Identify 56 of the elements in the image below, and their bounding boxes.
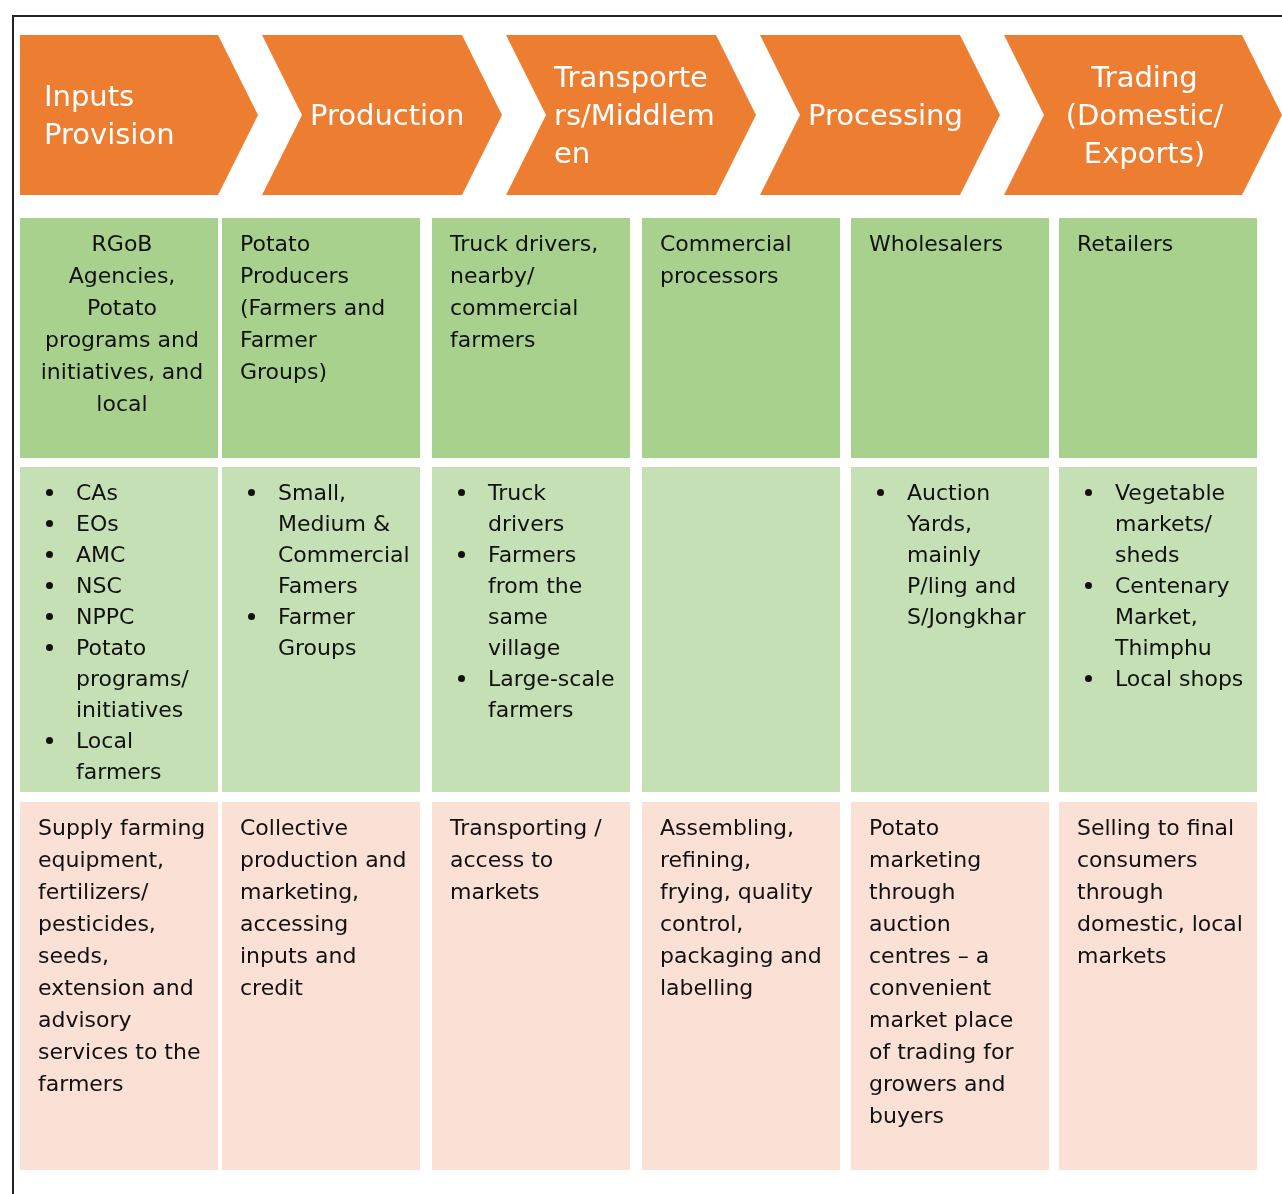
examples-cell (1059, 467, 1257, 792)
function-text: Potato marketing through auction centres – a convenient market place of trading for growers and buyers (869, 814, 1015, 1130)
function-text: Transporting / access to markets (450, 814, 603, 906)
function-cell (432, 802, 630, 1170)
stage-banner (760, 35, 1000, 195)
stage-banner (262, 35, 502, 195)
list-item: Large-scale farmers (488, 666, 615, 722)
function-cell (1059, 802, 1257, 1170)
examples-cell (222, 467, 420, 792)
list-item: NSC (76, 573, 122, 598)
actor-text: Truck drivers, nearby/ commercial farmers (450, 230, 600, 354)
list-item: Centenary Market, Thimphu (1115, 573, 1230, 660)
list-item: Potato programs/ initiatives (76, 635, 189, 722)
stage-banner (20, 35, 258, 195)
function-text: Assembling, refining, frying, quality control, packaging and labelling (660, 814, 823, 1002)
actor-cell (222, 218, 420, 458)
actor-cell (20, 218, 218, 458)
list-item: Truck drivers (488, 480, 565, 536)
list-item: NPPC (76, 604, 135, 629)
function-cell (642, 802, 840, 1170)
actor-cell (851, 218, 1049, 458)
actor-text: Wholesalers (869, 230, 1004, 258)
examples-cell (851, 467, 1049, 792)
list-item: Small, Medium & Commercial Famers (278, 480, 410, 598)
list-item: EOs (76, 511, 119, 536)
function-text: Supply farming equipment, fertilizers/ pesticides, seeds, extension and advisory services to the farmers (38, 814, 206, 1098)
stage-label: Processing (808, 97, 964, 134)
list-item: Local shops (1115, 666, 1244, 691)
function-text: Collective production and marketing, accessing inputs and credit (240, 814, 408, 1002)
list-item: Farmers from the same village (488, 542, 583, 660)
function-cell (851, 802, 1049, 1170)
list-item: Vegetable markets/ sheds (1115, 480, 1226, 567)
stage-label: Inputs Provision (44, 78, 176, 153)
actor-text: Retailers (1077, 230, 1175, 258)
stage-label: Trading (Domestic/ Exports) (1064, 59, 1225, 172)
examples-cell (432, 467, 630, 792)
function-cell (20, 802, 218, 1170)
stage-banner (506, 35, 756, 195)
actor-text: RGoB Agencies, Potato programs and initiatives, and local (39, 230, 205, 418)
list-item: Local farmers (76, 728, 162, 784)
actor-text: Commercial processors (660, 230, 793, 290)
function-cell (222, 802, 420, 1170)
actor-text: Potato Producers (Farmers and Farmer Groups) (240, 230, 387, 386)
list-item: CAs (76, 480, 118, 505)
function-text: Selling to final consumers through domestic, local markets (1077, 814, 1244, 970)
list-item: AMC (76, 542, 126, 567)
actor-cell (642, 218, 840, 458)
actor-cell (1059, 218, 1257, 458)
stage-label: Transporters/Middlemen (554, 59, 716, 172)
stage-banner (1004, 35, 1282, 195)
examples-cell (642, 467, 840, 792)
actor-cell (432, 218, 630, 458)
list-item: Auction Yards, mainly P/ling and S/Jongkhar (907, 480, 1026, 629)
examples-cell (20, 467, 218, 792)
stage-label: Production (310, 97, 466, 134)
list-item: Farmer Groups (278, 604, 357, 660)
